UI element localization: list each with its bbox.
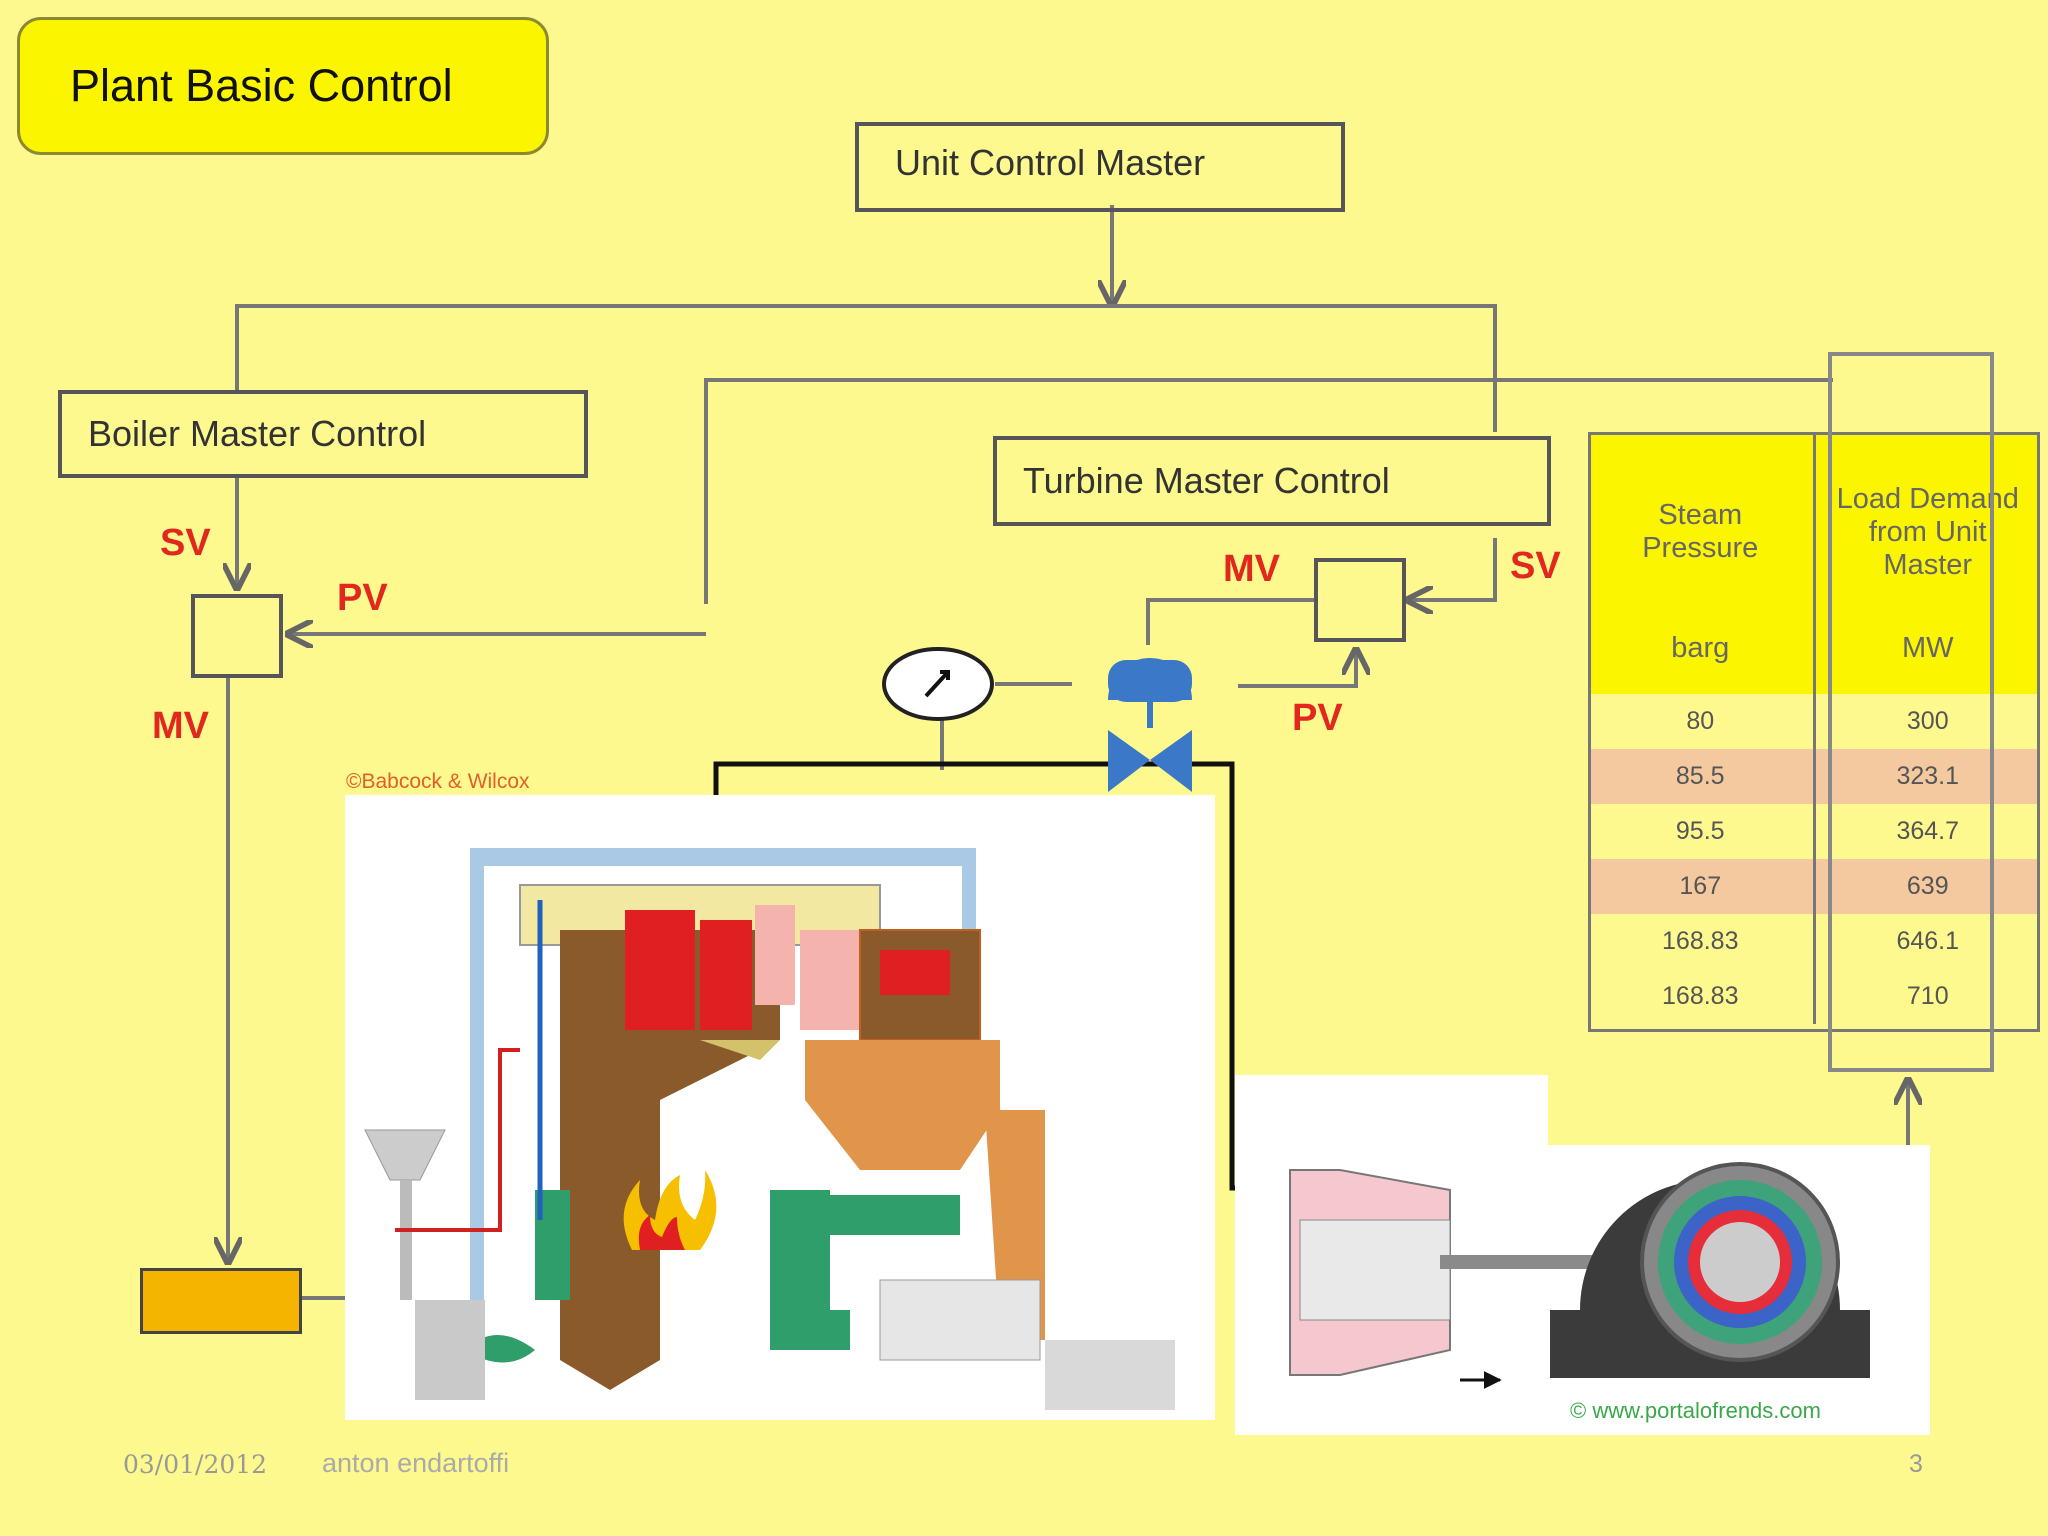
table-cell: 85.5 [1588,749,1816,804]
turbine-master-control-box: Turbine Master Control [993,436,1551,526]
load-demand-table: Steam Pressure barg Load Demand from Uni… [1588,432,2040,1024]
pressure-gauge-icon [882,647,994,721]
turbine-mv-label: MV [1223,548,1280,590]
footer-date: 03/01/2012 [123,1450,268,1479]
col-header-name: Steam Pressure [1642,499,1759,564]
turbine-generator-illustration [1235,1075,1930,1435]
col-header-name: Load Demand from Unit Master [1836,482,2019,581]
table-cell: 95.5 [1588,804,1816,859]
table-cell: 168.83 [1588,969,1816,1024]
col-header-load-demand: Load Demand from Unit Master MW [1814,432,2040,694]
table-cell: 168.83 [1588,914,1816,969]
table-cell: 80 [1588,694,1816,749]
boiler-pv-label: PV [337,577,388,619]
table-cell: 323.1 [1814,749,2040,804]
footer-page-number: 3 [1909,1450,1923,1478]
turbine-credit: © www.portalofrends.com [1570,1398,1821,1423]
boiler-pressure-controller [191,594,283,678]
boiler-master-control-box: Boiler Master Control [58,390,588,478]
turbine-pv-label: PV [1292,697,1343,739]
table-cell: 710 [1906,982,1949,1010]
table-row: 168.83 710 [1588,969,2040,1024]
table-cell: 300 [1906,707,1949,735]
boiler-illustration [345,795,1215,1420]
table-cell: 364.7 [1896,817,1960,845]
turbine-load-controller [1314,558,1406,642]
control-valve-icon [1108,658,1192,792]
load-demand-highlight-frame [1828,352,1994,1072]
boiler-credit: ©Babcock & Wilcox [346,770,530,793]
table-cell: 646.1 [1896,927,1960,955]
col-header-steam-pressure: Steam Pressure barg [1588,432,1816,694]
boiler-sv-label: SV [160,522,211,564]
page-title: Plant Basic Control [17,17,549,155]
unit-control-master-box: Unit Control Master [855,122,1345,212]
fuel-feeder-box [140,1268,302,1334]
footer-author: anton endartoffi [322,1448,510,1478]
table-cell: 639 [1814,859,2040,914]
table-cell: 167 [1588,859,1816,914]
boiler-mv-label: MV [152,705,209,747]
col-header-unit: barg [1671,632,1730,664]
col-header-unit: MW [1901,632,1954,664]
table-row: 80 300 [1588,694,2040,749]
table-row: 95.5 364.7 [1588,804,2040,859]
table-row: 168.83 646.1 [1588,914,2040,969]
turbine-sv-label: SV [1510,545,1561,587]
